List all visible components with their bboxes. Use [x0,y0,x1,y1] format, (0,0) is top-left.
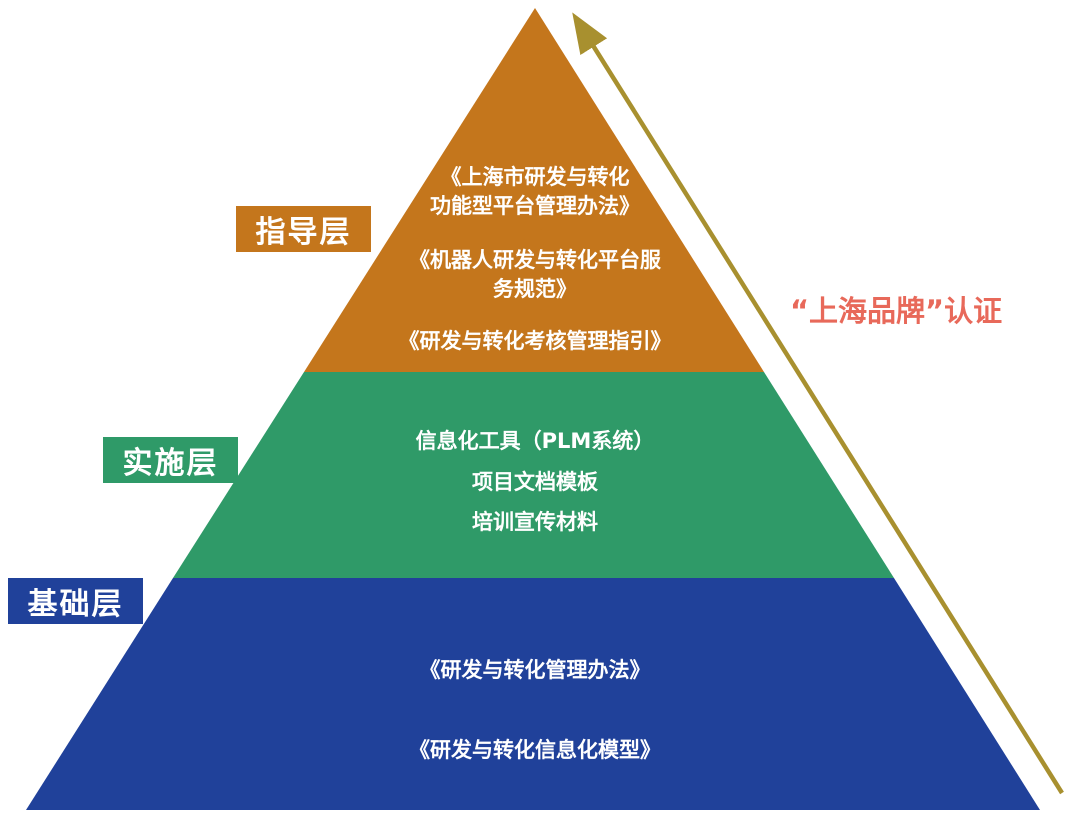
implementation-item-text: 信息化工具（PLM系统） [415,429,655,453]
layer-label-implementation-text: 实施层 [122,446,219,481]
guidance-item-text: 《机器人研发与转化平台服 务规范》 [409,248,661,301]
guidance-item-text: 《上海市研发与转化 功能型平台管理办法》 [430,165,640,218]
foundation-item-text: 《研发与转化管理办法》 [419,658,651,682]
pyramid-layer-foundation-shape [26,578,1040,810]
layer-label-foundation-text: 基础层 [27,587,124,622]
layer-label-guidance-text: 指导层 [255,215,352,250]
pyramid-layer-implementation-shape [173,372,894,578]
guidance-item-text: 《研发与转化考核管理指引》 [398,329,672,353]
implementation-item-text: 项目文档模板 [472,470,598,494]
certification-note: “上海品牌”认证 [790,294,1003,328]
layer-label-guidance: 指导层 [236,206,371,252]
implementation-item-text: 培训宣传材料 [472,510,598,534]
layer-label-implementation: 实施层 [103,437,238,483]
foundation-item-text: 《研发与转化信息化模型》 [409,738,661,762]
pyramid-layer-guidance-shape [304,8,764,372]
upward-arrow-icon [572,12,1064,795]
layer-label-foundation: 基础层 [8,578,143,624]
